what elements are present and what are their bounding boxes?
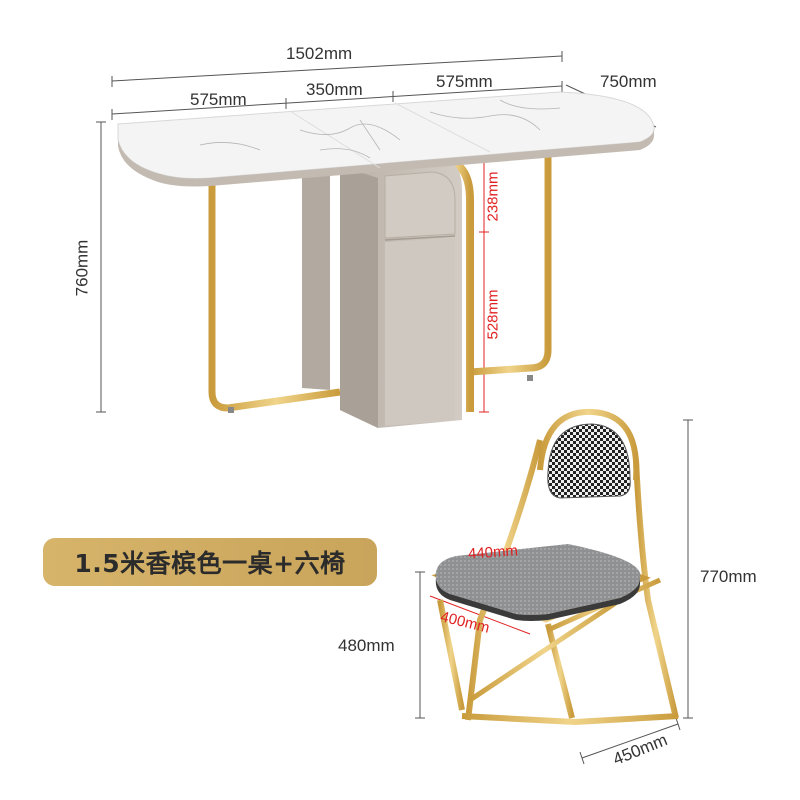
houndstooth-backrest	[547, 423, 631, 499]
upper-drawer-height-label: 238mm	[484, 171, 502, 222]
seat-cushion-edge	[435, 572, 640, 621]
table-left-leaf-label: 575mm	[190, 90, 247, 109]
chair-height-label: 770mm	[700, 567, 757, 586]
lower-cabinet-height-label: 528mm	[484, 289, 502, 340]
table-depth-label: 750mm	[600, 72, 657, 91]
left-leg-frame	[208, 170, 341, 412]
cabinet-drawer	[384, 171, 456, 239]
table-right-leaf-label: 575mm	[436, 72, 493, 91]
backrest-frame	[537, 408, 640, 481]
table-center-label: 350mm	[306, 80, 363, 99]
dining-table	[117, 91, 655, 428]
marble-veins	[199, 99, 561, 159]
seat-width-label: 440mm	[467, 542, 519, 563]
cabinet-door	[385, 238, 455, 426]
cabinet-side-panel	[302, 168, 330, 390]
tabletop-edge	[118, 128, 655, 187]
chair-seat-height-label: 480mm	[338, 636, 395, 655]
table-total-width-label: 1502mm	[286, 44, 353, 63]
right-leg-frame	[469, 150, 552, 376]
folding-chair	[431, 408, 679, 726]
table-height-label: 760mm	[72, 239, 92, 297]
seat-cushion	[435, 544, 641, 615]
product-tag: 1.5米香槟色一桌+六椅	[43, 538, 377, 586]
chair-dimension-lines	[415, 419, 693, 765]
